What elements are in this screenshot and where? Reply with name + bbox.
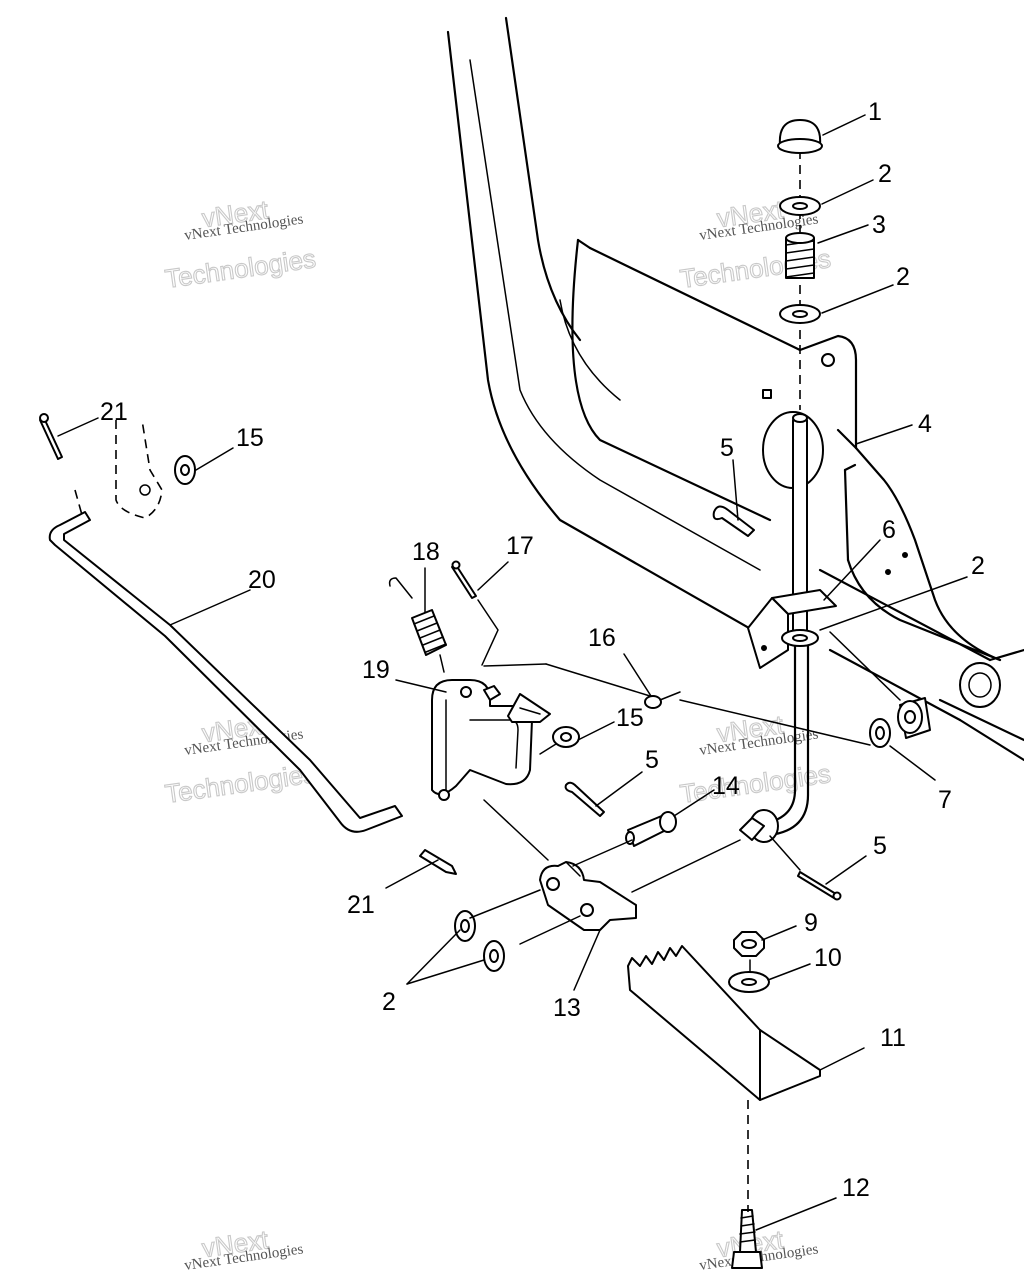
watermark-large-word-2: Technologies (163, 243, 317, 294)
pedal-bracket-13 (539, 861, 637, 931)
callout-c2b: 2 (896, 263, 910, 291)
watermark-bottom-left: vNext vNext Technologies (183, 1224, 304, 1274)
shaft-end-fitting (739, 809, 779, 843)
callout-c21b: 21 (347, 891, 375, 919)
callout-c2d: 2 (382, 988, 396, 1016)
washer-lower (779, 304, 821, 324)
watermark-large-word-2: Technologies (678, 758, 832, 809)
pin-16 (644, 691, 681, 709)
tab-plate (507, 693, 551, 723)
callout-c7: 7 (938, 786, 952, 814)
callout-c3: 3 (872, 211, 886, 239)
callout-c16: 16 (588, 624, 616, 652)
callout-c2a: 2 (878, 160, 892, 188)
pivot-bracket-dashed (115, 419, 163, 519)
washer-15-center (552, 726, 580, 748)
knob-cap (777, 119, 823, 154)
pin-14 (625, 811, 677, 847)
callout-c1: 1 (868, 98, 882, 126)
callout-c18: 18 (412, 538, 440, 566)
mount-hole (821, 353, 835, 367)
cotter-pin-left (39, 413, 63, 460)
pin-5-right (797, 871, 842, 901)
washer-15-left (174, 455, 196, 485)
callout-c13: 13 (553, 994, 581, 1022)
callout-c15a: 15 (236, 424, 264, 452)
callout-c20: 20 (248, 566, 276, 594)
spring-18 (388, 577, 447, 673)
callout-c12: 12 (842, 1174, 870, 1202)
frame-body-panel (446, 16, 1024, 762)
washer-top (779, 196, 821, 216)
leader-lines (57, 114, 968, 1231)
callout-c19: 19 (362, 656, 390, 684)
watermark-top-left: vNext Technologies vNext Technologies (163, 194, 319, 295)
connecting-rod (48, 489, 403, 833)
pivot-stud (483, 685, 501, 701)
callout-c17: 17 (506, 532, 534, 560)
callout-c5a: 5 (720, 434, 734, 462)
clevis-pin-17 (451, 560, 499, 666)
callout-c5b: 5 (645, 746, 659, 774)
bracket-plate (747, 589, 837, 669)
nut-9 (733, 931, 765, 957)
callout-c11: 11 (880, 1024, 906, 1052)
bellcrank-lever (431, 679, 533, 801)
callout-c10: 10 (814, 944, 842, 972)
callout-c14: 14 (712, 772, 740, 800)
callout-c6: 6 (882, 516, 896, 544)
callout-c4: 4 (918, 410, 932, 438)
spring-top (785, 232, 815, 279)
pivot-boss (959, 662, 1001, 708)
callout-c2c: 2 (971, 552, 985, 580)
callout-labels: 1 2 3 2 4 5 6 2 21 15 20 18 17 19 16 15 … (100, 98, 985, 1202)
washer-2-lower-b (483, 940, 505, 972)
pin-5-center (564, 781, 605, 817)
assembly-center-lines (469, 631, 901, 1212)
washer-10 (728, 971, 770, 993)
callout-c9: 9 (804, 909, 818, 937)
callout-c21a: 21 (100, 398, 128, 426)
washer-2-lower-a (454, 910, 476, 942)
bushing-7 (897, 697, 931, 739)
callout-c5c: 5 (873, 832, 887, 860)
cotter-pin-lower (419, 849, 457, 875)
cotter-pin-upper (712, 505, 755, 537)
callout-c15b: 15 (616, 704, 644, 732)
brake-pedal-11 (627, 945, 821, 1101)
washer-7 (869, 718, 891, 748)
